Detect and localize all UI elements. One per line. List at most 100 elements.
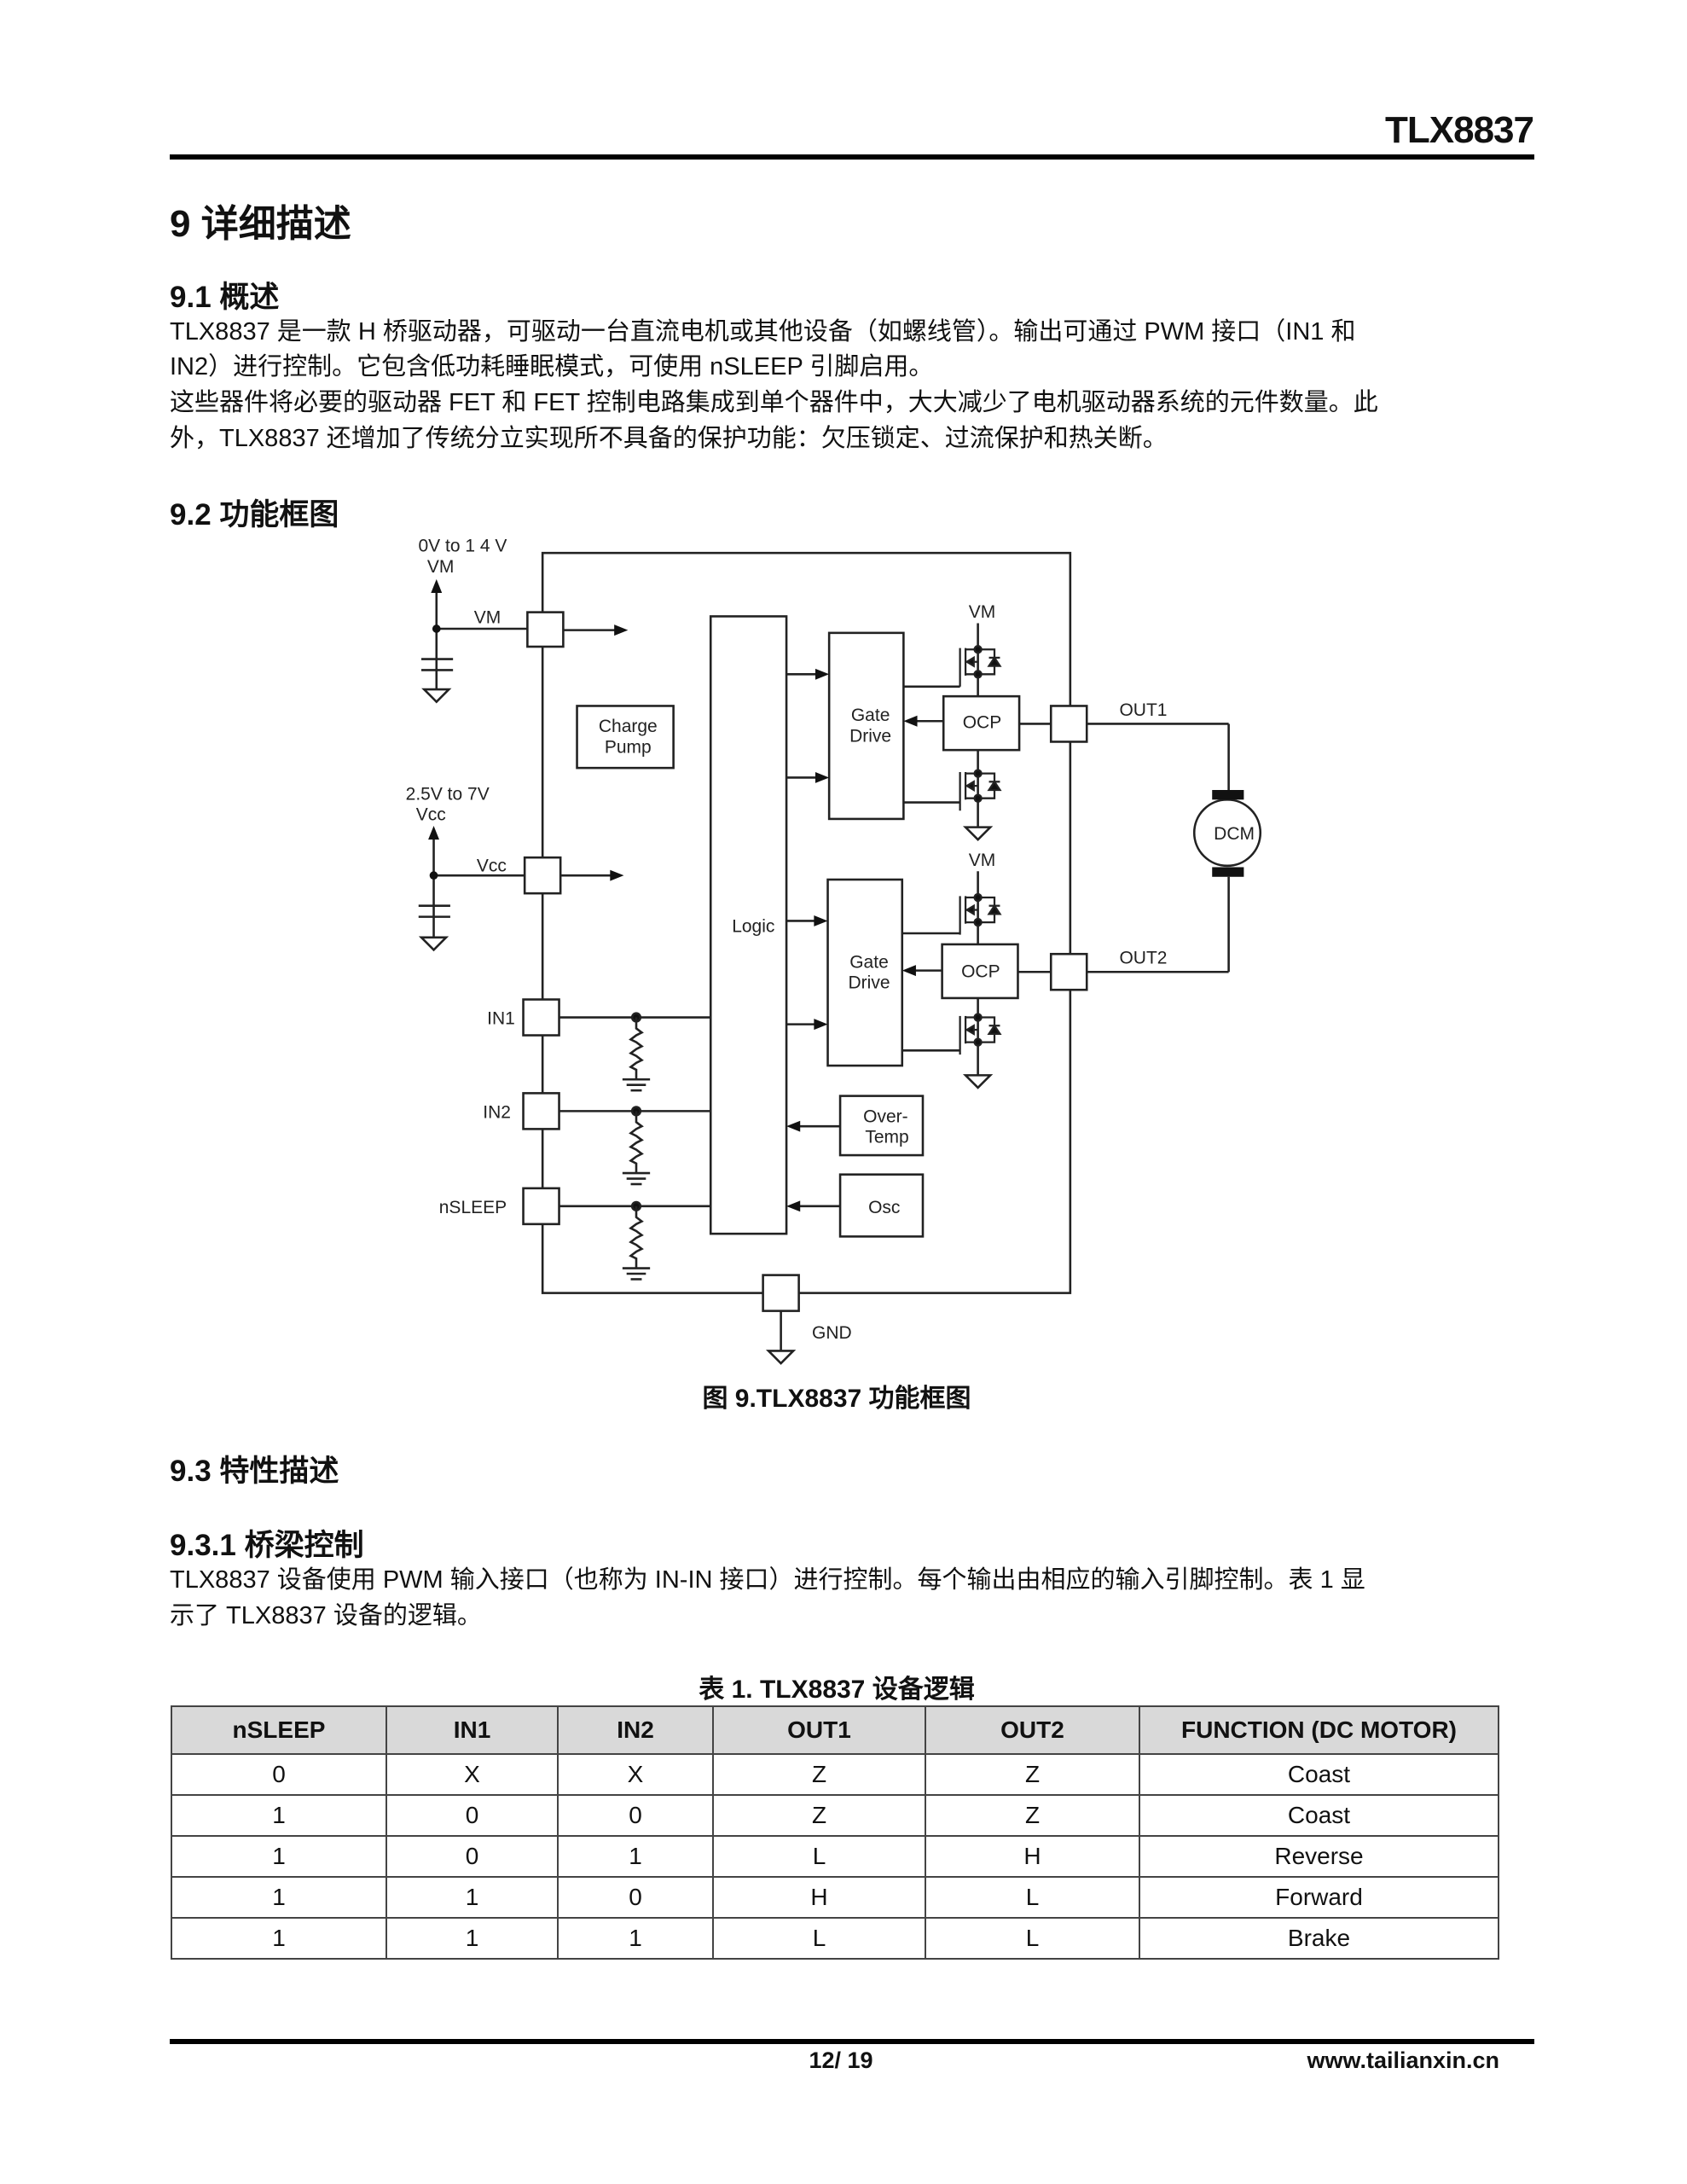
vcc-range-label: 2.5V to 7V — [406, 784, 490, 804]
paragraph-line: 示了 TLX8837 设备的逻辑。 — [170, 1602, 482, 1629]
table-cell: Reverse — [1139, 1835, 1499, 1878]
functional-block-diagram: 0V to 1 4 V VM VM 2.5V to 7V Vcc Vcc Cha… — [406, 537, 1262, 1365]
table-cell: Coast — [1139, 1794, 1499, 1837]
osc-block — [838, 1173, 925, 1238]
vm-range-label: 0V to 1 4 V — [419, 537, 507, 556]
charge-pump-block — [576, 705, 675, 770]
pulldown-resistor — [629, 1111, 644, 1174]
column-header: OUT2 — [925, 1705, 1140, 1755]
ground-icon — [418, 936, 449, 952]
subsection-heading: 9.2 功能框图 — [170, 498, 339, 531]
pulldown-resistor — [629, 1205, 644, 1269]
ground-icon — [962, 1074, 994, 1089]
section-heading: 9 详细描述 — [170, 203, 351, 245]
table-cell: 1 — [386, 1876, 559, 1919]
table-cell: H — [712, 1876, 926, 1919]
website-link[interactable]: www.tailianxin.cn — [1307, 2048, 1499, 2073]
table-cell: 0 — [557, 1876, 714, 1919]
figure-caption: 图 9.TLX8837 功能框图 — [702, 1385, 971, 1413]
table-caption: 表 1. TLX8837 设备逻辑 — [699, 1676, 975, 1704]
in2-pin — [522, 1092, 560, 1130]
ground-icon — [962, 826, 994, 841]
charge-pump-label: Pump — [605, 737, 652, 757]
gate-drive-label: Gate — [851, 706, 890, 725]
table-cell: 0 — [386, 1835, 559, 1878]
ocp-block-2 — [941, 943, 1019, 1000]
out1-pin — [1049, 705, 1088, 743]
table-cell: 1 — [171, 1917, 387, 1960]
table-cell: Z — [712, 1753, 926, 1796]
arrow-right-icon — [610, 869, 624, 881]
document-title: TLX8837 — [1385, 109, 1534, 151]
out1-label: OUT1 — [1119, 700, 1167, 720]
table-cell: Z — [712, 1794, 926, 1837]
paragraph-line: TLX8837 是一款 H 桥驱动器，可驱动一台直流电机或其他设备（如螺线管）。… — [170, 318, 1356, 346]
fet-vm-label: VM — [969, 851, 996, 870]
ocp-label: OCP — [963, 712, 1002, 732]
over-temp-label: Over- — [863, 1107, 908, 1126]
vcc-pin — [523, 856, 562, 895]
motor-label: DCM — [1214, 824, 1255, 844]
subsection-heading: 9.3 特性描述 — [170, 1455, 339, 1488]
mosfet-transistor-icon — [959, 892, 1002, 935]
gate-drive-label: Drive — [848, 973, 890, 993]
mosfet-transistor-icon — [959, 769, 1002, 811]
table-cell: 0 — [171, 1753, 387, 1796]
table-cell: X — [386, 1753, 559, 1796]
osc-label: Osc — [868, 1198, 900, 1217]
fet-vm-label: VM — [969, 602, 996, 622]
gate-drive-label: Gate — [849, 952, 889, 972]
gnd-label: GND — [812, 1323, 852, 1343]
gate-drive-block-1 — [827, 631, 905, 821]
paragraph-line: TLX8837 设备使用 PWM 输入接口（也称为 IN-IN 接口）进行控制。… — [170, 1566, 1365, 1594]
column-header: IN1 — [386, 1705, 559, 1755]
gnd-pin — [762, 1274, 800, 1312]
table-cell: L — [712, 1917, 926, 1960]
footer-rule — [170, 2039, 1534, 2044]
table-cell: Z — [925, 1794, 1140, 1837]
table-cell: Forward — [1139, 1876, 1499, 1919]
ground-icon — [765, 1350, 797, 1365]
page-number: 12/ 19 — [809, 2048, 873, 2073]
table-cell: L — [925, 1917, 1140, 1960]
subsection-heading: 9.3.1 桥梁控制 — [170, 1529, 364, 1562]
table-cell: 1 — [171, 1835, 387, 1878]
mosfet-transistor-icon — [959, 645, 1002, 687]
gate-drive-label: Drive — [849, 726, 891, 746]
table-cell: X — [557, 1753, 714, 1796]
table-cell: Brake — [1139, 1917, 1499, 1960]
arrow-up-icon — [428, 826, 439, 840]
table-cell: L — [712, 1835, 926, 1878]
column-header: FUNCTION (DC MOTOR) — [1139, 1705, 1499, 1755]
vcc-supply-label: Vcc — [416, 805, 446, 825]
table-cell: 1 — [386, 1917, 559, 1960]
paragraph-line: 这些器件将必要的驱动器 FET 和 FET 控制电路集成到单个器件中，大大减少了… — [170, 389, 1378, 416]
ocp-label: OCP — [961, 962, 1000, 982]
over-temp-label: Temp — [865, 1128, 908, 1147]
arrow-right-icon — [614, 624, 629, 636]
vcc-pin-label: Vcc — [477, 856, 507, 875]
vm-pin — [526, 611, 565, 648]
table-cell: 1 — [557, 1917, 714, 1960]
out2-label: OUT2 — [1119, 949, 1167, 968]
in2-label: IN2 — [483, 1102, 511, 1122]
motor-brush-top — [1212, 790, 1244, 800]
nsleep-label: nSLEEP — [439, 1198, 507, 1217]
table-cell: 1 — [557, 1835, 714, 1878]
gate-drive-block-2 — [826, 878, 904, 1067]
mosfet-transistor-icon — [959, 1013, 1002, 1055]
subsection-heading: 9.1 概述 — [170, 281, 280, 314]
paragraph-line: 外，TLX8837 还增加了传统分立实现所不具备的保护功能：欠压锁定、过流保护和… — [170, 425, 1168, 452]
table-cell: 0 — [386, 1794, 559, 1837]
over-temp-block — [838, 1095, 925, 1157]
column-header: IN2 — [557, 1705, 714, 1755]
motor-brush-bottom — [1212, 867, 1244, 877]
vm-supply-label: VM — [427, 557, 455, 577]
vm-pin-label: VM — [474, 608, 501, 628]
column-header: nSLEEP — [171, 1705, 387, 1755]
